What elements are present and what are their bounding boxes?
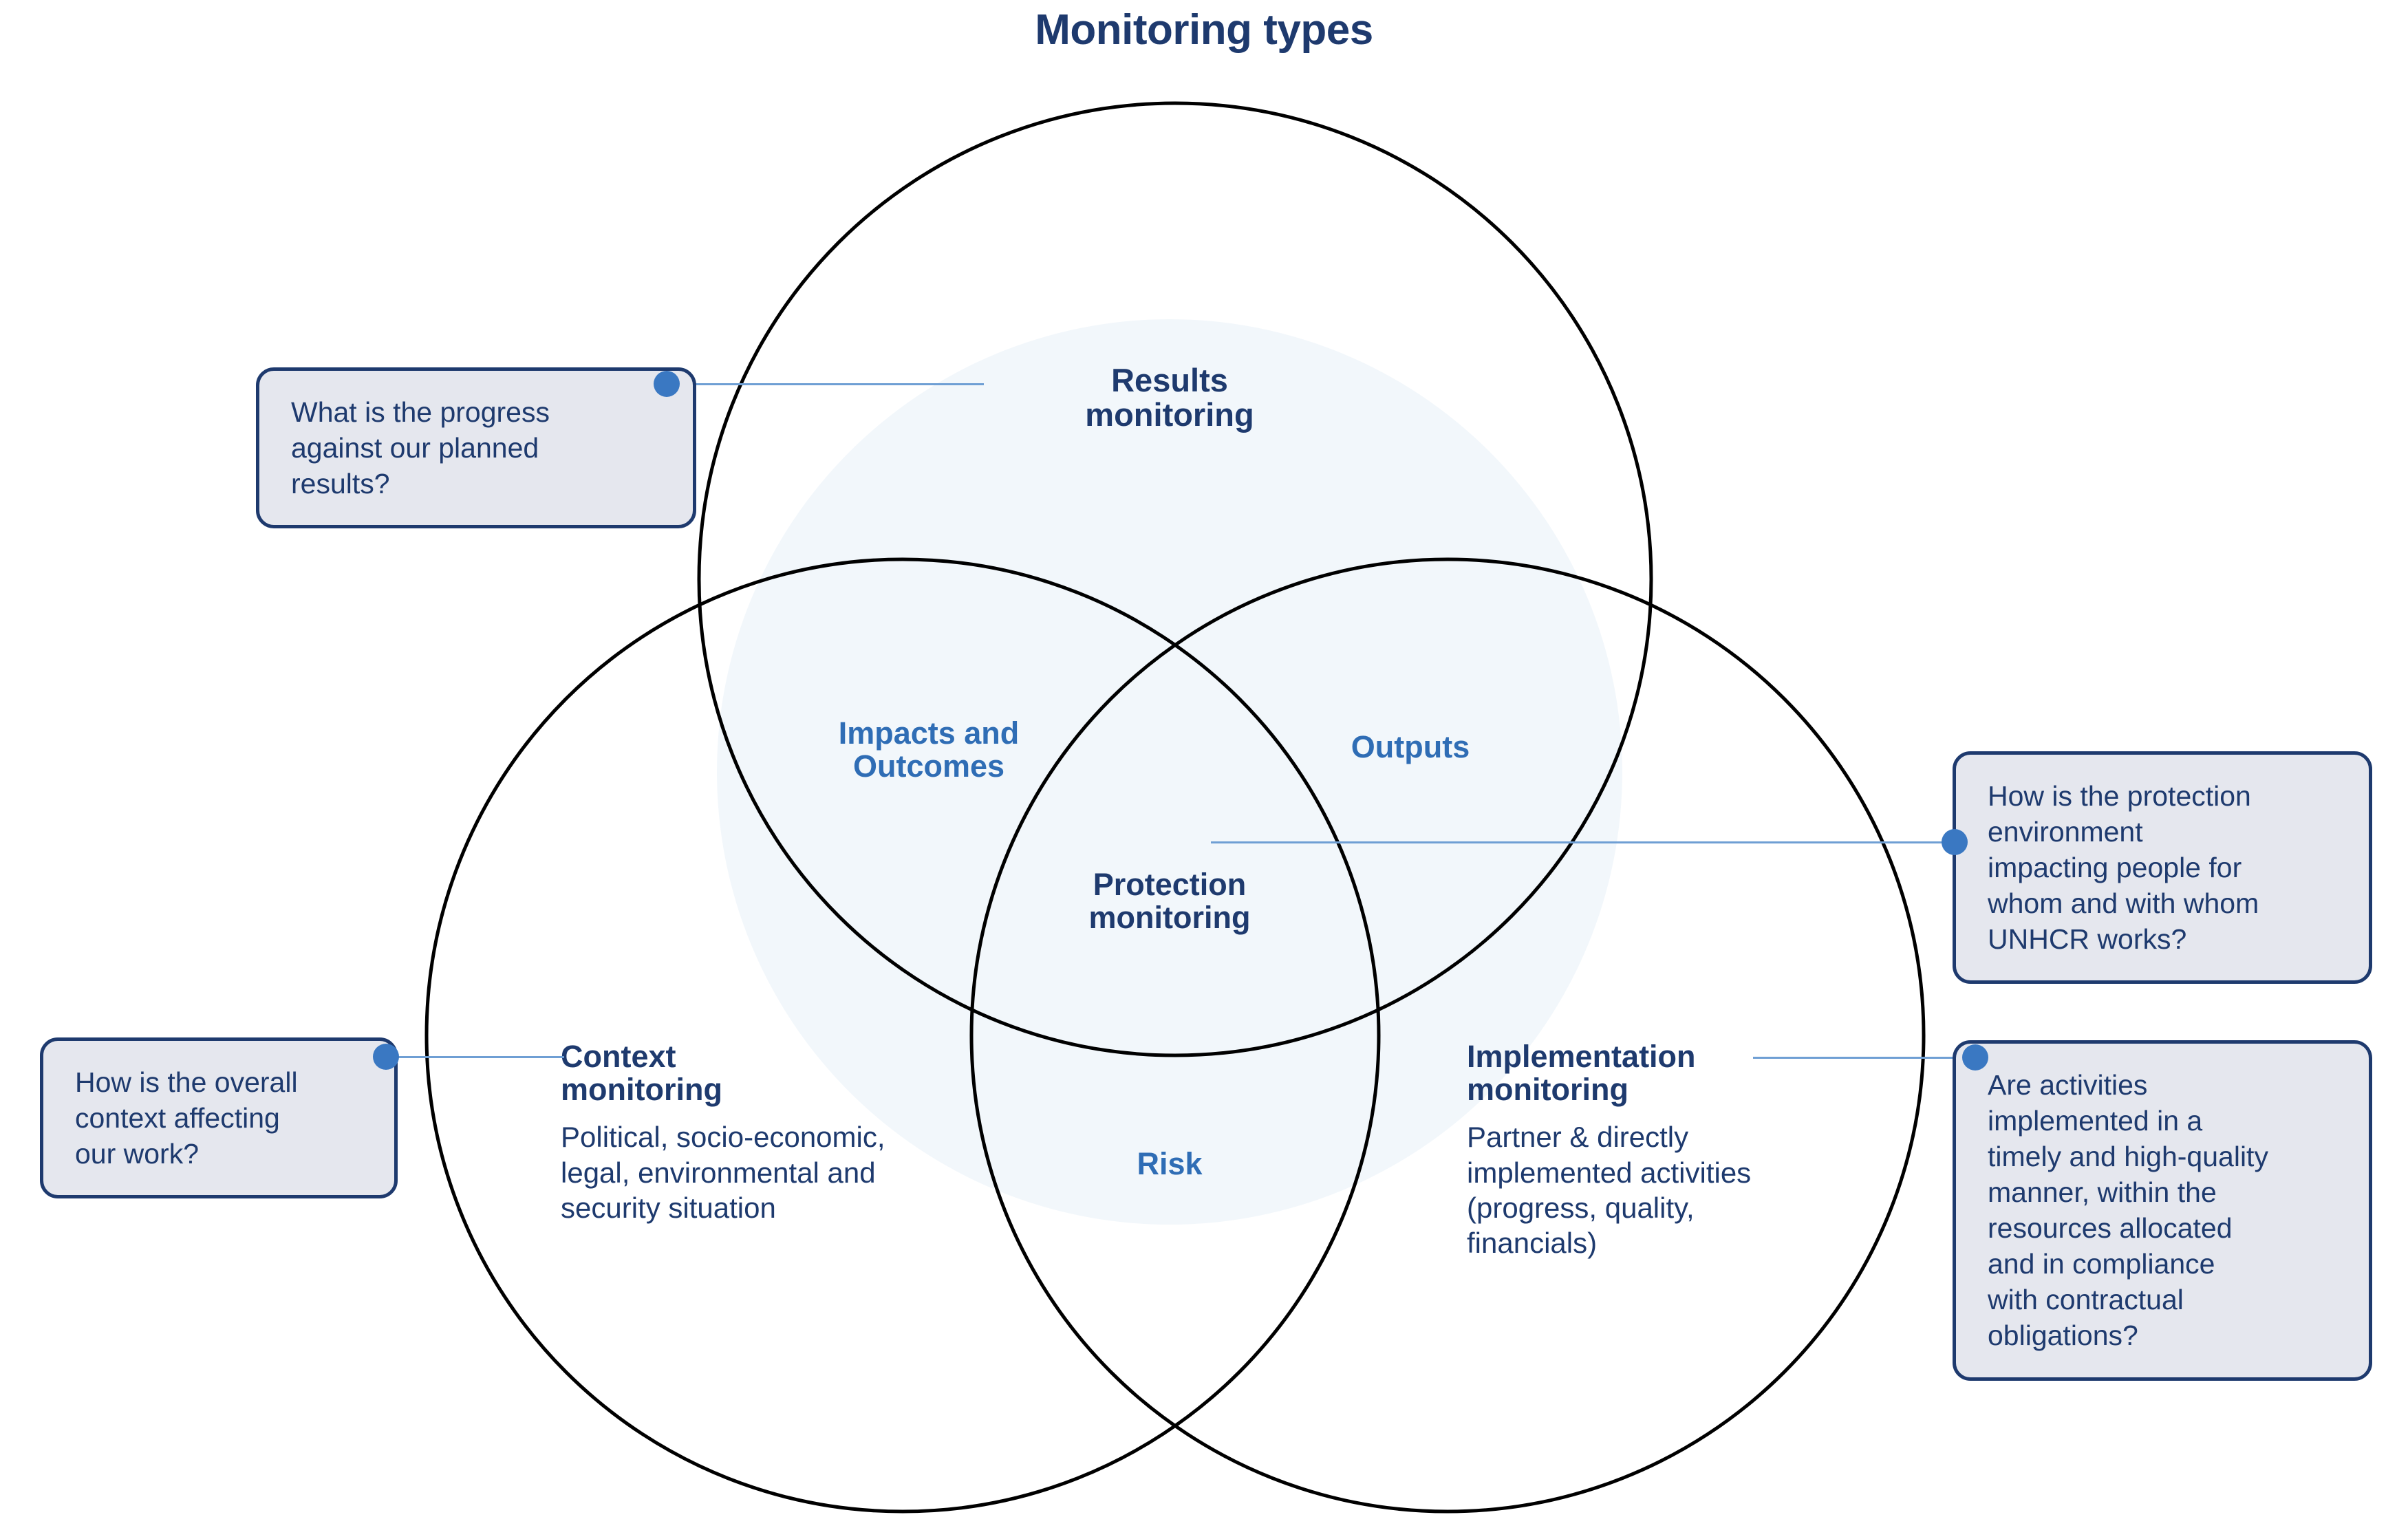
connector-line-implementation bbox=[1753, 1057, 1973, 1059]
label-impacts-and-outcomes: Impacts and Outcomes bbox=[838, 715, 1020, 784]
label-protection-monitoring: Protection monitoring bbox=[1088, 867, 1251, 935]
callout-implementation-question[interactable]: Are activities implemented in a timely a… bbox=[1953, 1040, 2372, 1381]
callout-protection-question[interactable]: How is the protection environment impact… bbox=[1953, 751, 2372, 984]
connector-line-context bbox=[385, 1056, 564, 1058]
section-implementation-title: Implementation monitoring bbox=[1467, 1039, 1696, 1107]
label-outputs: Outputs bbox=[1351, 729, 1470, 764]
venn-circle-results bbox=[697, 101, 1653, 1057]
callout-dot-context-icon bbox=[373, 1044, 399, 1070]
venn-circle-context bbox=[424, 557, 1381, 1514]
label-risk: Risk bbox=[1137, 1146, 1203, 1181]
venn-shade-circle bbox=[717, 319, 1622, 1225]
section-implementation-monitoring: Implementation monitoring Partner & dire… bbox=[1467, 1040, 1852, 1260]
section-context-body: Political, socio-economic, legal, enviro… bbox=[561, 1121, 885, 1224]
section-context-title: Context monitoring bbox=[561, 1039, 722, 1107]
section-implementation-body: Partner & directly implemented activitie… bbox=[1467, 1121, 1752, 1260]
callout-dot-implementation-icon bbox=[1962, 1044, 1988, 1070]
page-title: Monitoring types bbox=[1035, 6, 1373, 54]
section-context-monitoring: Context monitoring Political, socio-econ… bbox=[561, 1040, 946, 1225]
venn-circle-implementation bbox=[969, 557, 1926, 1514]
connector-line-protection bbox=[1211, 841, 1954, 843]
callout-dot-results-icon bbox=[654, 371, 680, 397]
callout-dot-protection-icon bbox=[1942, 829, 1968, 855]
callout-context-question[interactable]: How is the overall context affecting our… bbox=[40, 1037, 398, 1199]
label-results-monitoring: Results monitoring bbox=[1085, 362, 1254, 433]
connector-line-results bbox=[674, 383, 984, 385]
callout-results-question[interactable]: What is the progress against our planned… bbox=[256, 367, 696, 529]
